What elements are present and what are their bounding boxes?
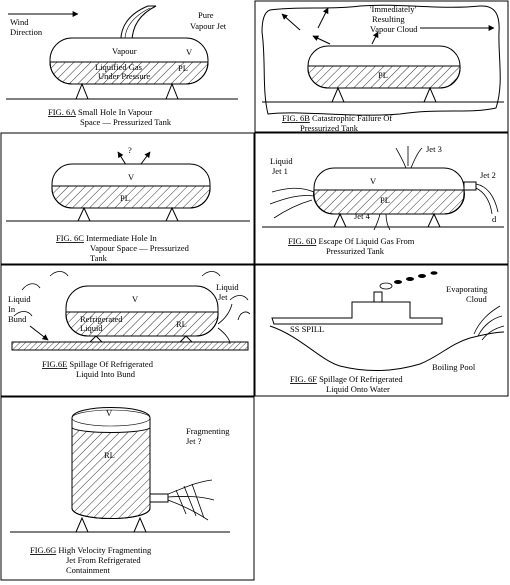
liquid-g — [71, 427, 151, 519]
svg-text:FIG.6E Spillage Of Refrigerate: FIG.6E Spillage Of Refrigerated — [42, 359, 154, 369]
panel-g-frame — [0, 396, 255, 581]
panel-f: SS SPILL Evaporating Cloud Boiling Pool … — [254, 264, 509, 397]
wind-label-1: Wind — [10, 17, 29, 27]
vapour-cloud-outline — [261, 4, 501, 116]
rl-label-g: RL — [104, 450, 115, 460]
panel-e-frame — [0, 264, 255, 397]
caption-a-line-1: Small Hole In Vapour — [78, 107, 152, 117]
cloud-label-1: 'Immediately' — [370, 4, 416, 14]
caption-a-fig: FIG. 6A — [48, 107, 77, 117]
caption-e-line-2: Liquid Into Bund — [76, 369, 136, 379]
v-label-a: V — [186, 47, 193, 57]
caption-g-fig: FIG.6G — [30, 545, 56, 555]
panel-d-frame — [254, 132, 509, 265]
jet2-label: Jet 2 — [480, 170, 496, 180]
v-label-c: V — [128, 172, 135, 182]
caption-f-fig: FIG. 6F — [290, 374, 317, 384]
wind-label-2: Direction — [10, 27, 43, 37]
smoke-puffs — [379, 271, 438, 290]
jet4-label: Jet 4 — [354, 211, 371, 221]
pool-label: Boiling Pool — [432, 362, 476, 372]
question-label-c: ? — [128, 145, 132, 155]
ship-hull — [271, 301, 443, 325]
caption-b-line-2: Pressurized Tank — [300, 123, 359, 133]
panel-f-frame — [254, 264, 509, 397]
svg-text:FIG.6G High Velocity Fragmenti: FIG.6G High Velocity Fragmenting — [30, 545, 152, 555]
frag-label-2: Jet ? — [186, 436, 202, 446]
svg-text:FIG. 6A Small Hole In Vapour: FIG. 6A Small Hole In Vapour — [48, 107, 152, 117]
jet1-spray — [269, 187, 315, 219]
water-surface — [269, 325, 505, 371]
spill-label: SS SPILL — [290, 324, 324, 334]
caption-b-fig: FIG. 6B — [282, 113, 310, 123]
panel-d: Liquid Jet 1 Jet 3 V PL Jet 2 d Jet 4 FI… — [254, 132, 509, 265]
panel-c-frame — [0, 132, 255, 265]
svg-text:FIG. 6C Intermediate Hole In: FIG. 6C Intermediate Hole In — [56, 233, 158, 243]
evap-label-1: Evaporating — [446, 284, 488, 294]
panel-b: 'Immediately' Resulting Vapour Cloud PL … — [254, 0, 509, 133]
fragmenting-jet — [167, 479, 215, 521]
liquid-a — [49, 61, 209, 85]
caption-c-line-2: Vapour Space — Pressurized — [90, 243, 190, 253]
svg-text:FIG. 6F Spillage Of Refrigerat: FIG. 6F Spillage Of Refrigerated — [290, 374, 403, 384]
liquid-jet-label-1: Liquid — [270, 156, 293, 166]
liquid-e — [65, 311, 219, 337]
liquid-label-1: Liquified Gas — [95, 62, 142, 72]
jet-label-1: Pure — [198, 10, 214, 20]
svg-text:FIG. 6D Escape Of Liquid Gas F: FIG. 6D Escape Of Liquid Gas From — [288, 236, 415, 246]
panel-b-frame — [254, 0, 509, 133]
v-label-d: V — [370, 176, 377, 186]
caption-c-line-3: Tank — [90, 253, 108, 263]
bund-label-1: Liquid — [8, 294, 31, 304]
refrig-label-1: Refrigerated — [80, 314, 123, 324]
caption-e-line-1: Spillage Of Refrigerated — [69, 359, 153, 369]
liquid-b — [307, 65, 461, 89]
liquid-d — [313, 189, 465, 215]
caption-d-line-1: Escape Of Liquid Gas From — [318, 236, 414, 246]
panel-e: Liquid In Bund V Refrigerated Liquid RL … — [0, 264, 255, 397]
caption-g-line-1: High Velocity Fragmenting — [58, 545, 152, 555]
jet-label-2: Vapour Jet — [190, 21, 227, 31]
vapour-label: Vapour — [112, 46, 137, 56]
caption-b-line-1: Catastrophic Failure Of — [312, 113, 392, 123]
svg-text:FIG. 6B Catastrophic Failure O: FIG. 6B Catastrophic Failure Of — [282, 113, 392, 123]
bund-label-3: Bund — [8, 314, 27, 324]
v-label-e: V — [132, 294, 139, 304]
jet3-label: Jet 3 — [426, 144, 442, 154]
cloud-label-2: Resulting — [372, 14, 405, 24]
pl-label-a: PL — [178, 63, 188, 73]
e-jet-label-2: Jet — [218, 292, 228, 302]
caption-g-line-2: Jet From Refrigerated — [66, 555, 141, 565]
vapour-jet-plume — [120, 5, 157, 43]
d-label: d — [492, 214, 497, 224]
caption-g-line-3: Containment — [66, 565, 111, 575]
bund-liquid — [11, 341, 249, 351]
pl-label-c: PL — [120, 193, 130, 203]
refrig-label-2: Liquid — [80, 323, 103, 333]
panel-a: Wind Direction Pure Vapour Jet Vapour V … — [6, 5, 238, 127]
caption-f-line-2: Liquid Onto Water — [326, 384, 390, 394]
liquid-c — [51, 185, 211, 209]
rl-label-e: RL — [176, 319, 187, 329]
e-jet-label-1: Liquid — [216, 282, 239, 292]
caption-d-line-2: Pressurized Tank — [326, 246, 385, 256]
caption-f-line-1: Spillage Of Refrigerated — [319, 374, 403, 384]
caption-d-fig: FIG. 6D — [288, 236, 316, 246]
evap-label-2: Cloud — [466, 294, 488, 304]
panel-g: V RL Fragmenting Jet ? FIG.6G High Veloc… — [0, 396, 255, 581]
panel-c: ? V PL FIG. 6C Intermediate Hole In Vapo… — [0, 132, 255, 265]
caption-e-fig: FIG.6E — [42, 359, 67, 369]
cloud-label-3: Vapour Cloud — [370, 24, 418, 34]
caption-c-line-1: Intermediate Hole In — [86, 233, 158, 243]
pl-label-b: PL — [378, 70, 388, 80]
liquid-jet-label-2: Jet 1 — [272, 166, 288, 176]
caption-a-line-2: Space — Pressurized Tank — [80, 117, 172, 127]
pl-label-d: PL — [380, 195, 390, 205]
frag-label-1: Fragmenting — [186, 426, 230, 436]
caption-c-fig: FIG. 6C — [56, 233, 84, 243]
v-label-g: V — [106, 408, 113, 418]
bund-label-2: In — [8, 304, 16, 314]
liquid-label-2: Under Pressure — [98, 71, 150, 81]
